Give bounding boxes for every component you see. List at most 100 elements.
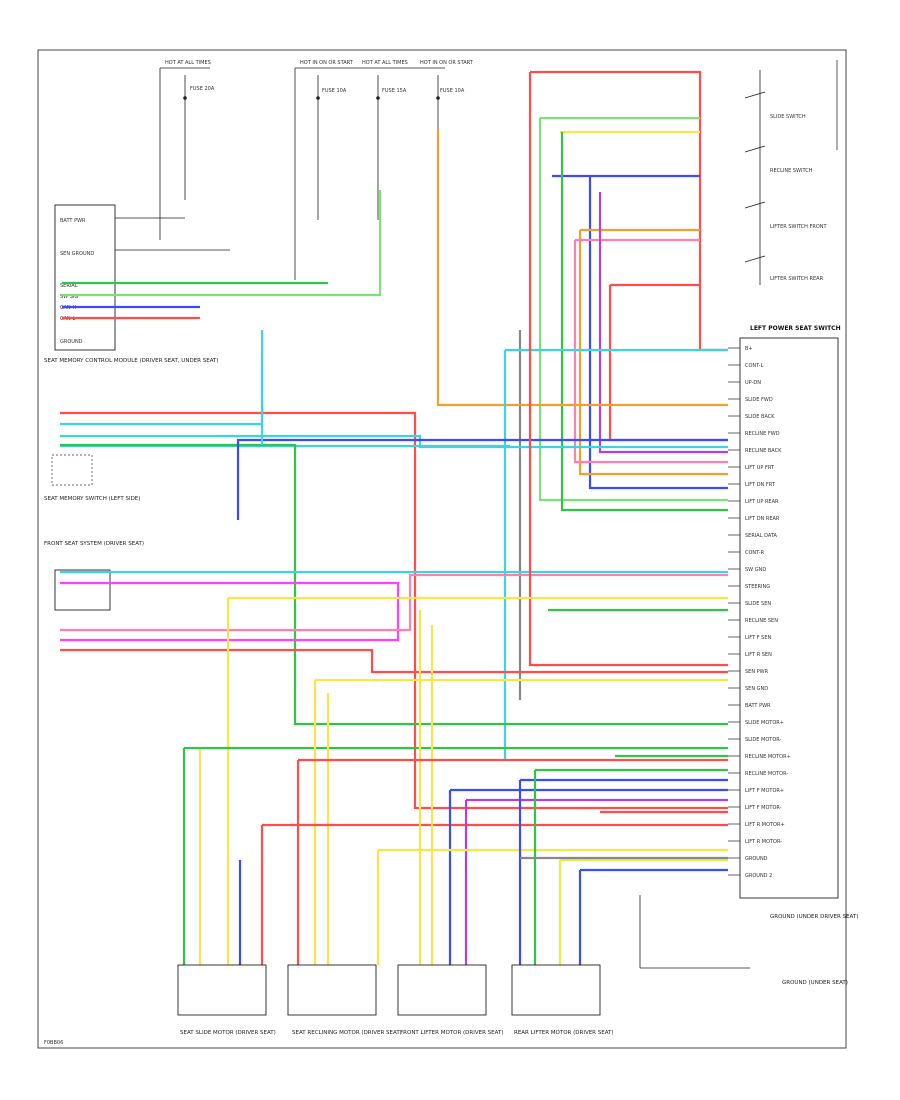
wire-29 — [60, 573, 728, 632]
left-module-pin-3: SERIAL — [60, 283, 78, 289]
wire-50 — [578, 868, 728, 965]
right-module-pin-1: B+ — [745, 346, 753, 352]
right-module-pin-9: LIFT DN FRT — [745, 482, 776, 488]
wire-6 — [560, 132, 728, 512]
right-module-pin-7: RECLINE BACK — [745, 448, 782, 454]
bottom-right-title: GROUND (UNDER DRIVER SEAT) — [770, 914, 858, 920]
wire-18 — [60, 434, 728, 449]
right-module-pin-24: SLIDE MOTOR- — [745, 737, 782, 743]
right-module-pin-26: RECLINE MOTOR- — [745, 771, 788, 777]
hot-always-label-mid: HOT AT ALL TIMES — [362, 60, 408, 66]
right-module-pin-5: SLIDE BACK — [745, 414, 775, 420]
wire-20 — [60, 443, 728, 726]
wire-45 — [296, 758, 728, 965]
right-module-pin-31: GROUND — [745, 856, 768, 862]
motor-block-2: SEAT RECLINING MOTOR (DRIVER SEAT) — [287, 964, 402, 1036]
right-module-pin-30: LIFT R MOTOR- — [745, 839, 782, 845]
right-module-pin-15: STEERING — [745, 584, 770, 590]
wire-21 — [236, 438, 728, 520]
motor-block-3: FRONT LIFTER MOTOR (DRIVER SEAT) — [397, 964, 503, 1036]
switch-label-2: RECLINE SWITCH — [770, 168, 813, 174]
right-module-pin-4: SLIDE FWD — [745, 397, 773, 403]
left-module-pin-4: SW SIG — [60, 294, 78, 300]
wire-16 — [60, 411, 728, 810]
wire-31 — [528, 72, 728, 667]
wire-47 — [518, 778, 728, 965]
wire-14 — [436, 130, 728, 407]
right-module-pin-19: LIFT R SEN — [745, 652, 772, 658]
left-memory-switch: SEAT MEMORY SWITCH (LEFT SIDE) — [44, 454, 140, 502]
motor-block-1: SEAT SLIDE MOTOR (DRIVER SEAT) — [177, 964, 276, 1036]
motor-label-1: SEAT SLIDE MOTOR (DRIVER SEAT) — [180, 1030, 276, 1036]
right-module-pin-6: RECLINE FWD — [745, 431, 780, 437]
mid-block-title: FRONT SEAT SYSTEM (DRIVER SEAT) — [44, 541, 144, 547]
power-feed-group: HOT AT ALL TIMES HOT IN ON OR START HOT … — [159, 60, 474, 280]
right-module-pin-2: CONT-L — [745, 363, 764, 369]
hot-in-on-label-mid: HOT IN ON OR START — [300, 60, 354, 66]
right-module-pin-25: RECLINE MOTOR+ — [745, 754, 791, 760]
top-right-switch-stack: SLIDE SWITCH RECLINE SWITCH LIFTER SWITC… — [744, 70, 828, 285]
wire-12 — [598, 192, 728, 454]
right-module-pin-8: LIFT UP FRT — [745, 465, 775, 471]
left-control-module: SEAT MEMORY CONTROL MODULE (DRIVER SEAT,… — [44, 204, 230, 364]
wire-30 — [60, 648, 728, 674]
wire-10 — [573, 238, 728, 464]
right-module-pin-28: LIFT F MOTOR- — [745, 805, 782, 811]
fuse-label-mid1: FUSE 10A — [322, 88, 347, 94]
right-module-pin-16: SLIDE SEN — [745, 601, 771, 607]
switch-label-4: LIFTER SWITCH REAR — [770, 276, 824, 282]
hot-always-label-left: HOT AT ALL TIMES — [165, 60, 211, 66]
right-module-pin-18: LIFT F SEN — [745, 635, 771, 641]
motor-block-4: REAR LIFTER MOTOR (DRIVER SEAT) — [511, 964, 614, 1036]
right-module-pin-23: SLIDE MOTOR+ — [745, 720, 784, 726]
fuse-label-right: FUSE 10A — [440, 88, 465, 94]
wire-3 — [538, 118, 728, 502]
left-module-pin-2: SEN GROUND — [60, 251, 94, 257]
wire-harness — [60, 70, 728, 965]
fuse-label-left: FUSE 20A — [190, 86, 215, 92]
wire-46 — [376, 848, 728, 965]
wire-36 — [182, 746, 728, 965]
bottom-right-sub: GROUND (UNDER SEAT) — [782, 980, 848, 986]
wire-44 — [464, 798, 728, 965]
right-module-title: LEFT POWER SEAT SWITCH — [750, 325, 841, 332]
wire-1 — [530, 70, 728, 352]
right-module-pin-29: LIFT R MOTOR+ — [745, 822, 785, 828]
front-seat-system-block: FRONT SEAT SYSTEM (DRIVER SEAT) — [44, 541, 144, 611]
left-module-pin-1: BATT PWR — [60, 218, 86, 224]
right-module-pin-3: UP-DN — [745, 380, 761, 386]
left-module-title: SEAT MEMORY CONTROL MODULE (DRIVER SEAT,… — [44, 358, 219, 364]
wire-23 — [62, 190, 382, 297]
motor-label-2: SEAT RECLINING MOTOR (DRIVER SEAT) — [292, 1030, 402, 1036]
right-module-pin-12: SERIAL DATA — [745, 533, 778, 539]
right-module-pin-17: RECLINE SEN — [745, 618, 778, 624]
right-module-pin-20: SEN PWR — [745, 669, 769, 675]
bottom-right-ground: GROUND (UNDER DRIVER SEAT) GROUND (UNDER… — [639, 895, 858, 986]
right-module-pin-22: BATT PWR — [745, 703, 771, 709]
wire-9 — [578, 230, 728, 476]
right-module-pin-10: LIFT UP REAR — [745, 499, 779, 505]
motor-label-4: REAR LIFTER MOTOR (DRIVER SEAT) — [514, 1030, 614, 1036]
switch-label-3: LIFTER SWITCH FRONT — [770, 224, 828, 230]
switch-label-1: SLIDE SWITCH — [770, 114, 806, 120]
wire-37 — [313, 678, 728, 965]
right-module-pin-21: SEN GND — [745, 686, 768, 692]
left-switch-title: SEAT MEMORY SWITCH (LEFT SIDE) — [44, 496, 140, 502]
wire-7 — [588, 176, 728, 490]
motor-label-3: FRONT LIFTER MOTOR (DRIVER SEAT) — [400, 1030, 503, 1036]
right-module-pin-14: SW GND — [745, 567, 766, 573]
wire-49 — [558, 858, 728, 965]
right-module-pin-11: LIFT DN REAR — [745, 516, 780, 522]
right-module-pin-27: LIFT F MOTOR+ — [745, 788, 784, 794]
diagram-frame — [37, 49, 847, 1049]
corner-code: F0BB06 — [44, 1040, 63, 1046]
left-module-pin-7: GROUND — [60, 339, 83, 345]
wire-48 — [533, 768, 728, 965]
wire-39 — [260, 823, 728, 965]
wire-15 — [503, 348, 728, 760]
fuse-label-mid2: FUSE 15A — [382, 88, 407, 94]
right-module-pin-32: GROUND 2 — [745, 873, 772, 879]
wire-43 — [448, 788, 728, 965]
hot-in-label-right: HOT IN ON OR START — [420, 60, 474, 66]
